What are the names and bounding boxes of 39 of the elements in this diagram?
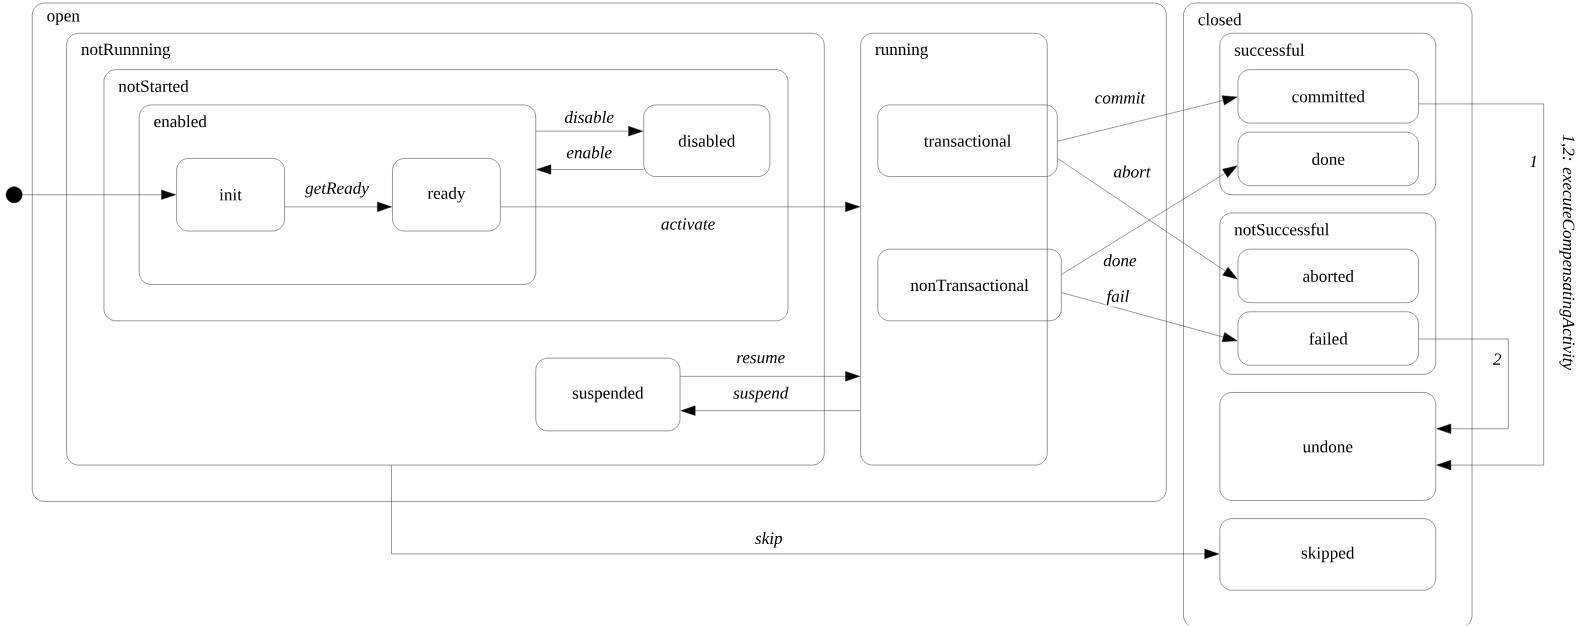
state-box: disabled (643, 104, 771, 177)
state-box: nonTransactional (877, 249, 1062, 322)
edge-label: activate (659, 217, 717, 231)
transition-arrow (1057, 95, 1238, 142)
edge-label: suspend (732, 385, 790, 404)
edge-label: enable (565, 145, 614, 160)
edge-label: done (1102, 253, 1138, 268)
state-box: undone (1219, 392, 1436, 501)
state-box: skipped (1219, 518, 1436, 591)
edge-label: fail (1105, 289, 1131, 307)
edge-label: disable (563, 110, 615, 125)
transition-arrow (680, 371, 860, 382)
transition-arrow (536, 164, 644, 175)
state-box: transactional (877, 104, 1058, 177)
transition-arrow (1061, 292, 1238, 343)
edge-label: 2 (1491, 352, 1503, 367)
transition-arrow (1418, 103, 1544, 471)
transition-arrow (22, 189, 176, 200)
initial-state-dot (5, 186, 23, 204)
edge-label: 1 (1528, 155, 1539, 169)
edge-label: abort (1112, 164, 1152, 179)
edge-label: skip (754, 531, 784, 549)
state-box: suspended (535, 358, 681, 432)
edge-label: resume (735, 354, 787, 365)
edge-label: commit (1093, 91, 1147, 105)
note-text: 1,2: executeCompensatingActivity (1559, 135, 1575, 371)
transition-arrow (680, 405, 861, 416)
state-box: ready (392, 158, 501, 232)
state-box: failed (1237, 311, 1419, 366)
transition-arrow (391, 465, 1220, 560)
state-box: done (1237, 132, 1419, 187)
transition-arrow (284, 202, 392, 213)
transition-arrow (535, 126, 644, 137)
state-box: aborted (1237, 249, 1419, 304)
state-box: committed (1237, 69, 1419, 124)
transition-arrow (1418, 339, 1509, 435)
transition-arrow (500, 202, 860, 213)
state-box: init (176, 158, 285, 232)
edge-label: getReady (304, 181, 370, 199)
